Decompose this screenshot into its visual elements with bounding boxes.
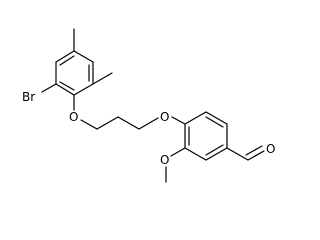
right-aromatic-ring [184, 111, 228, 161]
bromine-atom: Br [22, 90, 35, 104]
propyl-linker [80, 116, 159, 130]
o-c-bond-right [171, 116, 186, 125]
methoxy-oxygen-atom: O [160, 153, 169, 167]
methyl-bond-right [92, 72, 113, 85]
c-o-bond-methoxy [170, 147, 186, 157]
c-br-bond [41, 83, 57, 93]
ether-oxygen-right-atom: O [160, 110, 169, 124]
aldehyde-co-bond-2 [245, 145, 263, 156]
ether-oxygen-left-atom: O [69, 110, 78, 124]
aldehyde-c-bond [226, 147, 249, 161]
molecule-diagram: Br O O O O [22, 28, 275, 183]
aldehyde-co-bond-1 [247, 150, 265, 161]
aldehyde-oxygen-atom: O [266, 142, 275, 156]
left-aromatic-ring [55, 50, 94, 96]
